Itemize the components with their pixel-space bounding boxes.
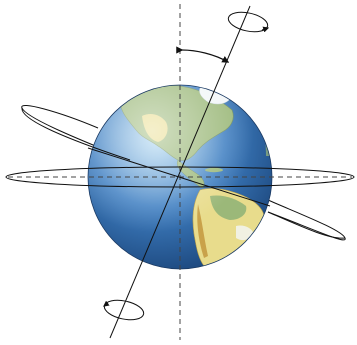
rotation-arrow-icon	[103, 297, 146, 323]
precession-loop-icon	[227, 9, 270, 35]
tilt-angle-arrow-icon	[182, 50, 228, 62]
tilted-equator-plane-back-right	[268, 200, 345, 240]
